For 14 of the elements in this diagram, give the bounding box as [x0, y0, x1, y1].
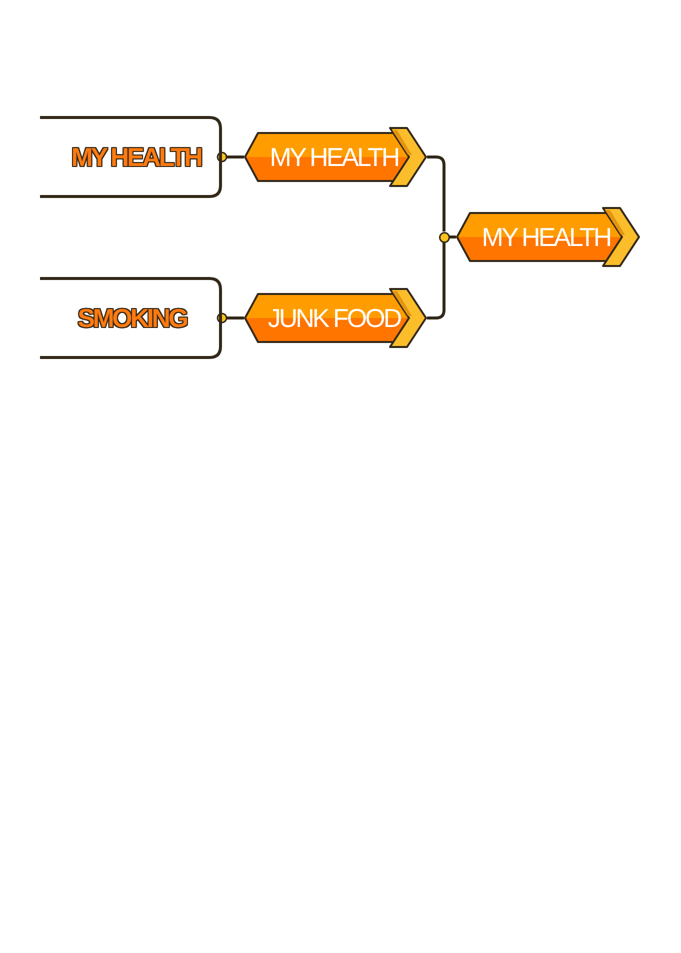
connector-line [216, 152, 244, 162]
connector-line [450, 236, 456, 238]
tag-label: JUNK FOOD [268, 305, 400, 331]
connector-line [216, 312, 244, 324]
bracket-box [40, 116, 222, 198]
bracket-label: MY HEALTH [71, 144, 201, 170]
bracket-box [40, 277, 222, 359]
arrow-tag [456, 207, 640, 267]
tag-label: MY HEALTH [270, 144, 398, 170]
bracket-label: SMOKING [78, 305, 186, 331]
arrow-tag [244, 288, 427, 348]
arrow-tag [244, 127, 427, 187]
junction-dot [438, 232, 450, 242]
tag-label: MY HEALTH [482, 224, 610, 250]
